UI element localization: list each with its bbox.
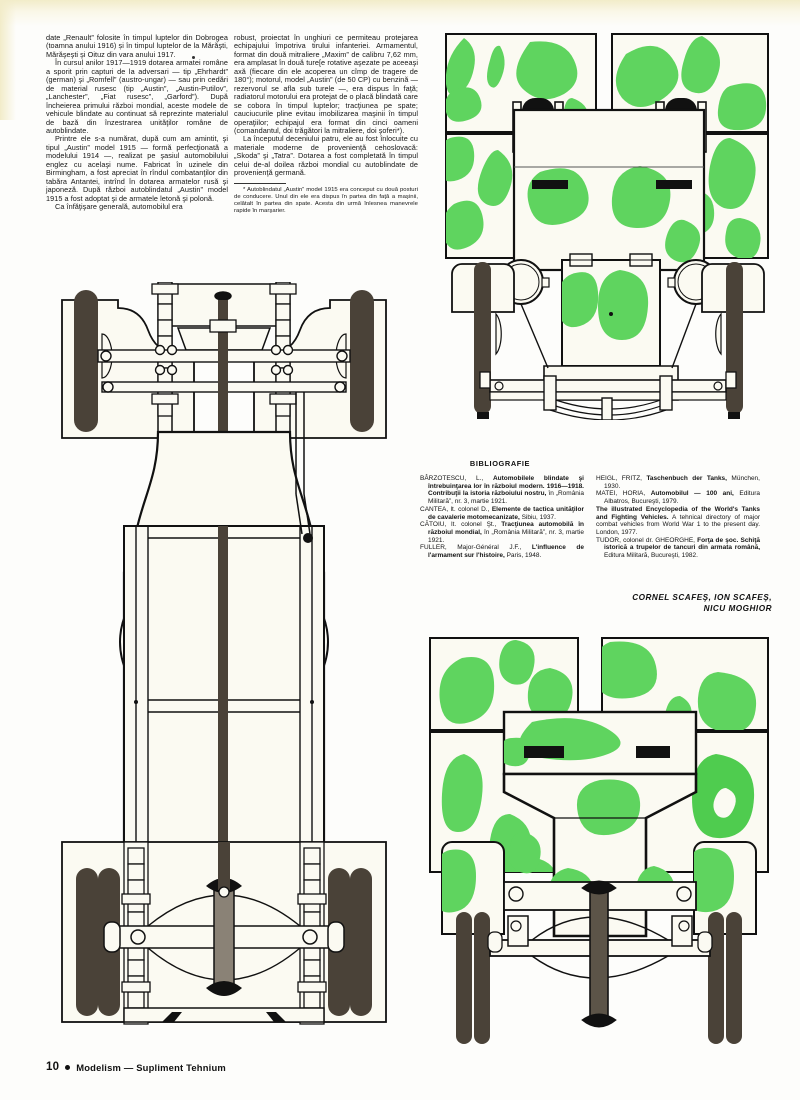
page-number: 10 [46, 1061, 60, 1073]
rear-bracket-right [266, 1012, 286, 1022]
figure-chassis-plan-view [38, 282, 410, 1064]
bibliography-entry: FULLER, Major-Général J.F., L'influence … [420, 544, 584, 560]
paragraph: Printre ele s-a numărat, după cum am ami… [46, 134, 228, 203]
drive-shaft-rear [218, 842, 230, 890]
paragraph: În cursul anilor 1917—1919 dotarea armat… [46, 58, 228, 135]
paragraph: La începutul deceniului patru, ele au fo… [234, 134, 418, 178]
front-axle-assembly [479, 371, 737, 420]
drag-link-joint [303, 533, 313, 543]
chassis-plan-drawing [61, 282, 387, 1025]
article-column-left: date „Renault” folosite în timpul luptel… [46, 33, 228, 212]
bibliography-entry: MATEI, HORIA, Automobilul — 100 ani, Edi… [596, 490, 760, 506]
rear-wheel-left [456, 912, 490, 1044]
front-view-drawing [445, 33, 769, 420]
bibliography-entry: TUDOR, colonel dr. GHEORGHE, Forţa de şo… [596, 536, 760, 560]
rear-cross-member [123, 1007, 325, 1023]
paragraph: robust, proiectat în unghiuri ce permite… [234, 33, 418, 135]
vision-slit-left [524, 746, 564, 758]
publication-name: Modelism — Supliment Tehnium [76, 1061, 226, 1073]
fender-left [441, 841, 505, 935]
camouflage-pattern [439, 640, 757, 872]
bibliography-entry: CANTEA, lt. colonel D., Elemente de tact… [420, 505, 584, 521]
bibliography-entry: CĂTOIU, lt. colonel Şt., Tracţiunea auto… [420, 521, 585, 544]
figure-front-view-camouflage [444, 32, 770, 420]
scan-tint-top [0, 0, 800, 26]
vision-slit-left [532, 180, 568, 189]
fender-right [693, 841, 757, 935]
page-footer: 10 Modelism — Supliment Tehnium [46, 1061, 226, 1073]
paragraph: date „Renault” folosite în timpul luptel… [46, 33, 228, 59]
bibliography-entry: BÂRZOTESCU, L., Automobilele blindate şi… [420, 475, 584, 506]
bibliography-entry: The illustrated Encyclopedia of the Worl… [596, 505, 760, 536]
armoured-radiator-plate [561, 253, 661, 398]
scan-tint-left [0, 0, 16, 120]
footer-separator-dot [65, 1064, 71, 1070]
bibliography-title: BIBLIOGRAFIE [469, 459, 531, 468]
footnote-text: * Autoblindatul „Austin” model 1915 era … [234, 186, 418, 215]
bibliography-column-right: HEIGL, FRITZ, Taschenbuch der Tanks, Mün… [596, 475, 760, 560]
article-column-right: robust, proiectat în unghiuri ce permite… [234, 33, 418, 216]
author-line-1: CORNEL SCAFEŞ, ION SCAFEŞ, [632, 593, 772, 602]
author-line-2: NICU MOGHIOR [703, 604, 772, 613]
footnote-divider [234, 182, 286, 184]
figure-rear-view-camouflage [428, 636, 770, 1048]
rear-bracket-left [162, 1012, 182, 1022]
vision-slit-right [656, 180, 692, 189]
rear-axle-differential [103, 878, 345, 996]
steering-drag-link [295, 392, 311, 535]
drive-shaft-front [218, 326, 228, 450]
vision-slit-right [636, 746, 670, 758]
hull-front-plate [512, 108, 706, 272]
paragraph-marker-dot [192, 56, 195, 59]
engine-bay [161, 283, 285, 351]
drive-shaft-main [218, 526, 228, 844]
bibliography-entry: HEIGL, FRITZ, Taschenbuch der Tanks, Mün… [596, 475, 760, 490]
front-wheel-left [74, 290, 113, 432]
hull-upper [502, 710, 698, 776]
paragraph: Ca înfăţişare generală, automobilul era [55, 202, 183, 212]
bibliography-column-left: BÂRZOTESCU, L., Automobilele blindate şi… [420, 475, 584, 560]
gearbox-joint [209, 319, 237, 333]
rear-axle-assembly [487, 880, 713, 1028]
rear-view-drawing [429, 637, 769, 1044]
hull-lower-angled [502, 772, 698, 938]
article-authors: CORNEL SCAFEŞ, ION SCAFEŞ, NICU MOGHIOR [592, 592, 772, 614]
